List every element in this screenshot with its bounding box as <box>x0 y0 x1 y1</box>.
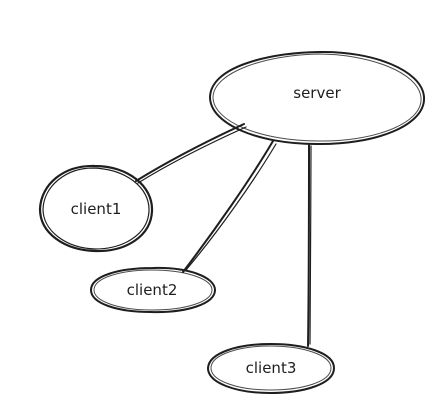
node-client1[interactable]: client1 <box>38 164 154 253</box>
node-label-client2: client2 <box>127 281 178 299</box>
node-server[interactable]: server <box>209 50 426 146</box>
node-client3[interactable]: client3 <box>207 343 335 394</box>
node-label-client3: client3 <box>246 359 297 377</box>
edge-server-client1 <box>135 123 247 184</box>
node-client2[interactable]: client2 <box>90 266 216 314</box>
node-label-server: server <box>293 84 341 102</box>
edge-server-client2 <box>182 140 277 273</box>
node-label-client1: client1 <box>71 200 122 218</box>
edge-server-client3 <box>307 143 312 347</box>
